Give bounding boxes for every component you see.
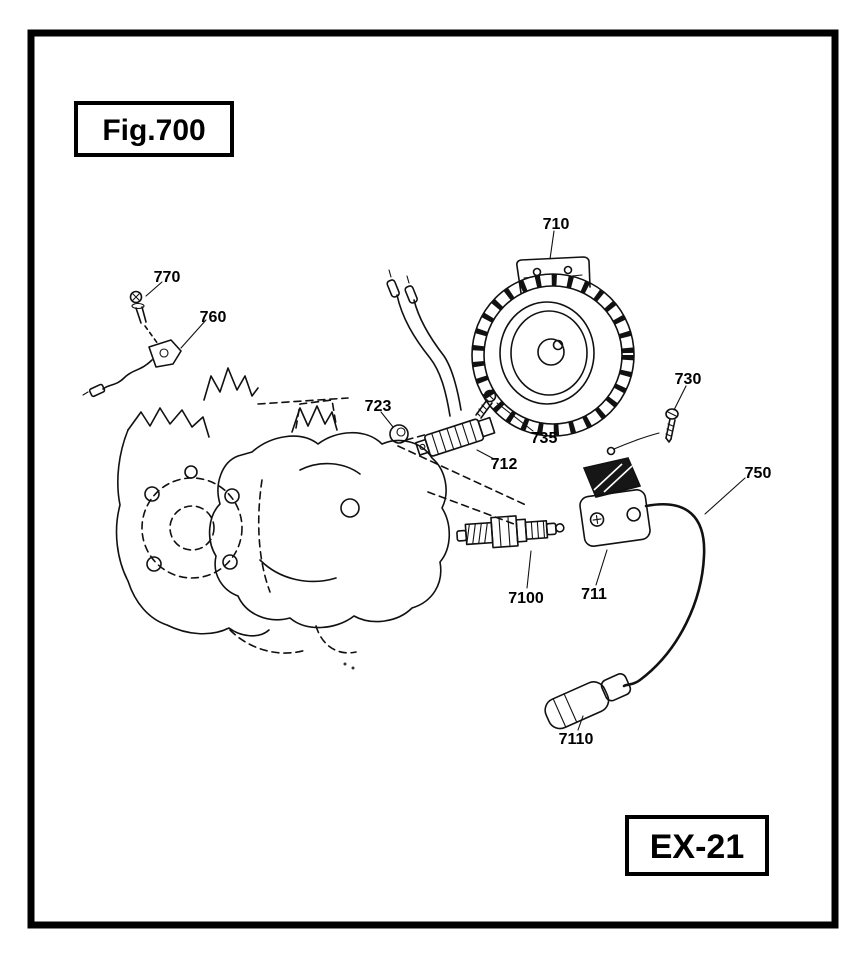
part-label-730: 730: [675, 371, 702, 388]
scan-speck: [343, 662, 347, 666]
page-code-box: EX-21: [625, 815, 769, 876]
stop-switch-drawing: [82, 339, 182, 398]
figure-label: Fig.700: [102, 114, 205, 147]
part-label-723: 723: [365, 398, 392, 415]
nut-723-drawing: [389, 424, 409, 444]
ignition-coil-drawing: [579, 432, 660, 547]
part-labels: 770 760 710 723 735 712 730 750 7100 711…: [154, 216, 772, 748]
part-label-712: 712: [491, 456, 518, 473]
leader-lines: [145, 230, 746, 731]
figure-label-box: Fig.700: [74, 101, 234, 157]
spark-plug-drawing: [456, 515, 565, 549]
part-label-711: 711: [581, 586, 607, 603]
ignition-module-drawing: [414, 416, 496, 457]
engine-block-drawing: [115, 367, 529, 670]
part-label-735: 735: [531, 430, 558, 447]
lead-wires-drawing: [386, 269, 462, 417]
page-code-label: EX-21: [650, 828, 745, 866]
flywheel-drawing: [471, 256, 635, 437]
plug-cap-drawing: [544, 673, 632, 730]
scan-speck: [351, 666, 355, 670]
part-label-760: 760: [200, 309, 227, 326]
plug-wire-drawing: [622, 503, 706, 688]
part-label-710: 710: [543, 216, 570, 233]
page-border: [27, 29, 839, 929]
part-label-7100: 7100: [508, 590, 544, 607]
part-label-7110: 7110: [559, 731, 594, 748]
screw-730-drawing: [665, 408, 679, 443]
part-label-770: 770: [154, 269, 181, 286]
part-label-750: 750: [745, 465, 772, 482]
screw-770-drawing: [129, 290, 159, 345]
screw-735-drawing: [475, 389, 497, 419]
